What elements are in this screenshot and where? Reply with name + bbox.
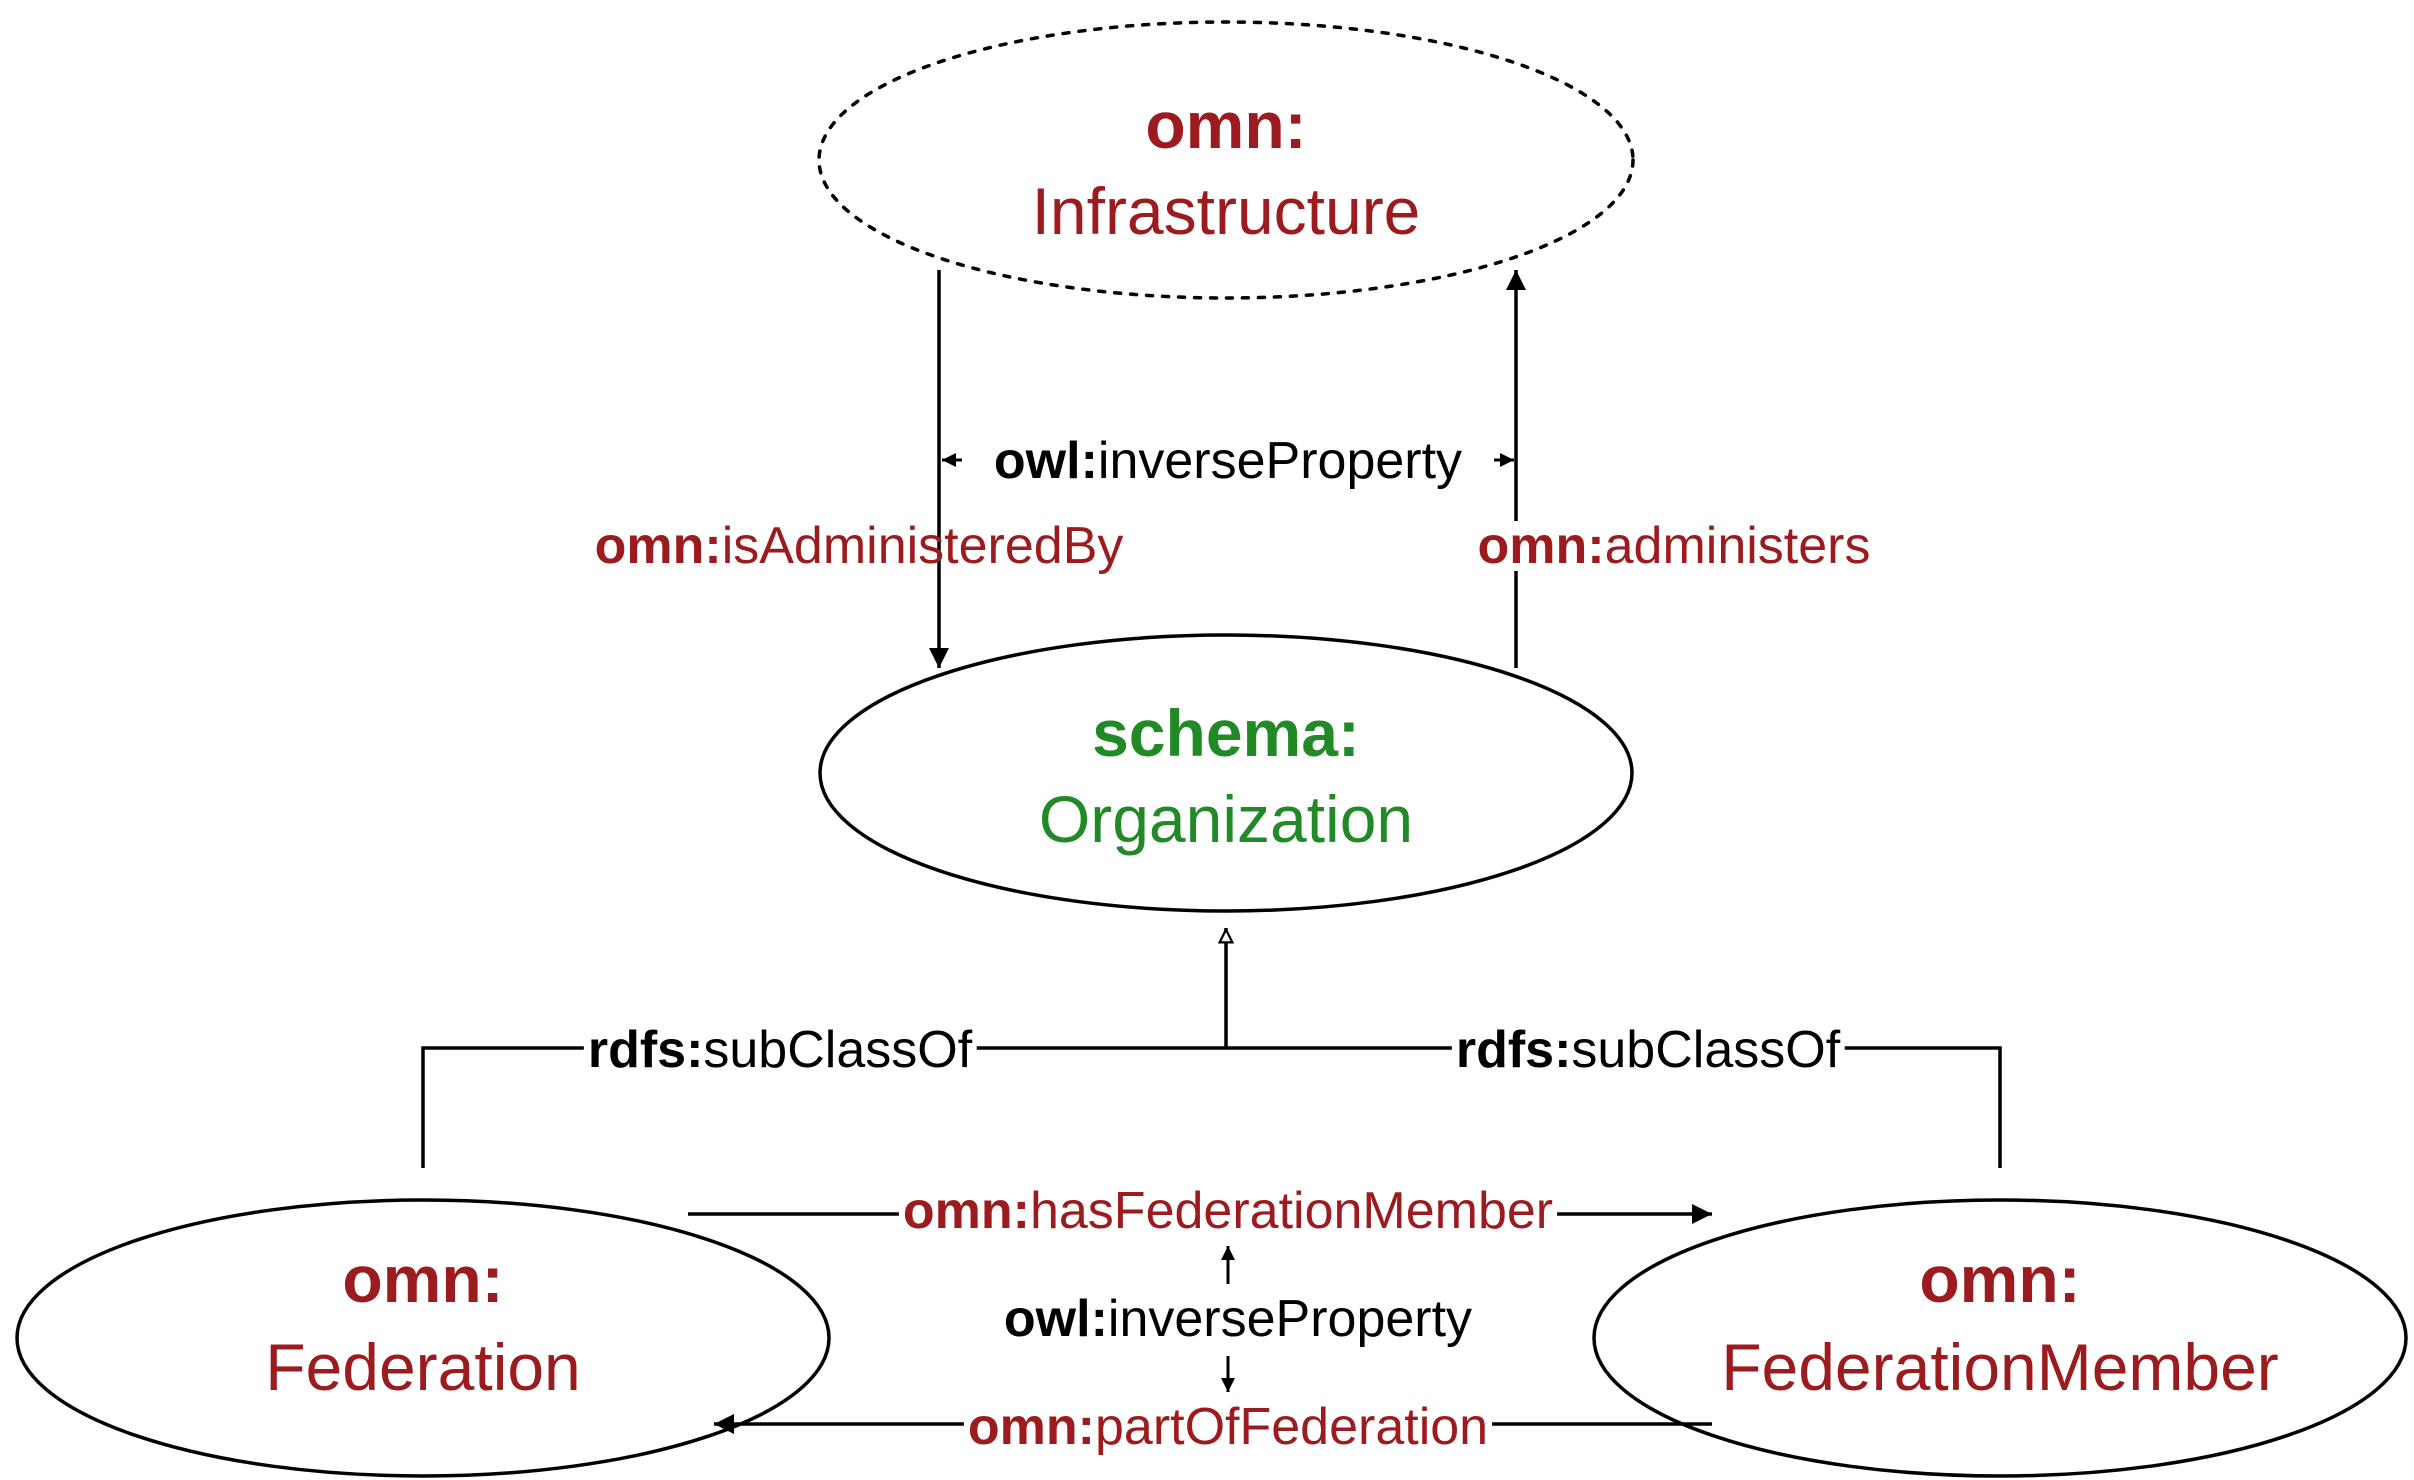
- federation-member-name: FederationMember: [1721, 1330, 2279, 1404]
- federation-member-prefix: omn:: [1919, 1242, 2080, 1316]
- federation-node: [15, 1198, 831, 1478]
- part-of-federation-prefix: omn:: [968, 1398, 1095, 1456]
- organization-name: Organization: [1039, 782, 1413, 856]
- inverse-top-prefix: owl:: [994, 432, 1098, 490]
- organization-node: [818, 633, 1634, 913]
- inverse-bottom-prefix: owl:: [1004, 1290, 1108, 1348]
- is-administered-by-label: omn:isAdministeredBy: [595, 517, 1124, 575]
- inverse-top-label: owl:inverseProperty: [994, 432, 1462, 490]
- subclass-right-prefix: rdfs:: [1456, 1021, 1572, 1079]
- subclass-right-label: rdfs:subClassOf: [1456, 1021, 1841, 1079]
- has-federation-member-name: hasFederationMember: [1030, 1182, 1553, 1240]
- label-background: [583, 1025, 977, 1075]
- label-background: [963, 1402, 1493, 1452]
- inverse-top-name: inverseProperty: [1098, 432, 1462, 490]
- is-administered-by-prefix: omn:: [595, 517, 722, 575]
- has-federation-member-label: omn:hasFederationMember: [903, 1182, 1553, 1240]
- label-background: [898, 1186, 1558, 1236]
- subclass-left-prefix: rdfs:: [588, 1021, 704, 1079]
- part-of-federation-label: omn:partOfFederation: [968, 1398, 1488, 1456]
- subclass-right-name: subClassOf: [1571, 1021, 1840, 1079]
- subclass-left-name: subClassOf: [703, 1021, 972, 1079]
- label-background: [1451, 1025, 1845, 1075]
- organization-prefix: schema:: [1092, 696, 1360, 770]
- label-background: [1473, 521, 1875, 571]
- federation-member-node: [1592, 1198, 2408, 1478]
- federation-prefix: omn:: [342, 1242, 503, 1316]
- inverse-bottom-label: owl:inverseProperty: [1004, 1290, 1472, 1348]
- inverse-bottom-name: inverseProperty: [1108, 1290, 1472, 1348]
- federation-name: Federation: [265, 1330, 581, 1404]
- infrastructure-prefix: omn:: [1145, 88, 1306, 162]
- subclass-left-label: rdfs:subClassOf: [588, 1021, 973, 1079]
- label-background: [989, 436, 1467, 486]
- has-federation-member-prefix: omn:: [903, 1182, 1030, 1240]
- administers-prefix: omn:: [1478, 517, 1605, 575]
- administers-name: administers: [1605, 517, 1871, 575]
- part-of-federation-name: partOfFederation: [1095, 1398, 1488, 1456]
- infrastructure-name: Infrastructure: [1032, 174, 1421, 248]
- is-administered-by-name: isAdministeredBy: [722, 517, 1124, 575]
- administers-label: omn:administers: [1478, 517, 1871, 575]
- infrastructure-node: [817, 20, 1635, 300]
